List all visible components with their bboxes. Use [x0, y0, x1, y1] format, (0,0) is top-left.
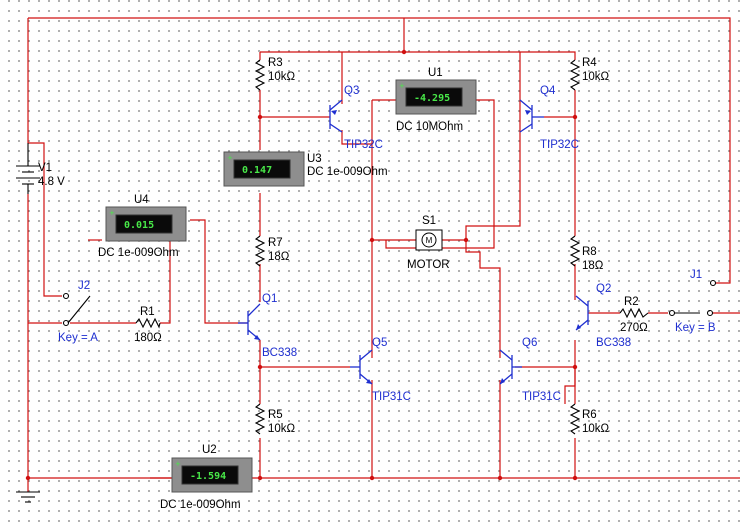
svg-text:+: + — [227, 154, 233, 162]
svg-text:+: + — [399, 82, 405, 90]
resistor-r3-ref: R3 — [268, 57, 283, 69]
meter-u3[interactable]: 0.147 + U3 DC 1e-009Ohm — [223, 151, 388, 187]
resistor-r6-value: 10kΩ — [582, 423, 610, 435]
resistor-r2[interactable]: R2 270Ω — [619, 296, 649, 334]
resistor-r7-value: 18Ω — [268, 251, 290, 263]
resistor-r4[interactable]: R4 10kΩ — [569, 57, 610, 91]
battery-ref: V1 — [38, 162, 52, 174]
resistor-r2-ref: R2 — [624, 296, 639, 308]
meter-u2-mode: DC 1e-009Ohm — [160, 499, 241, 511]
resistor-r1[interactable]: R1 180Ω — [134, 306, 162, 344]
svg-text:+: + — [175, 460, 181, 468]
transistor-q3[interactable]: Q3 TIP32C — [329, 85, 383, 151]
transistor-q3-ref: Q3 — [344, 85, 359, 97]
motor-name: MOTOR — [407, 259, 450, 271]
transistor-q6-ref: Q6 — [522, 337, 537, 349]
resistor-r8-ref: R8 — [582, 246, 597, 258]
transistor-q1[interactable]: Q1 BC338 — [238, 293, 297, 359]
transistor-q6-model: TIP31C — [522, 391, 561, 403]
transistor-q5-ref: Q5 — [372, 337, 387, 349]
resistor-r7[interactable]: R7 18Ω — [254, 235, 290, 267]
transistor-q5-model: TIP31C — [372, 391, 411, 403]
meter-u1-ref: U1 — [428, 67, 443, 79]
meter-u1-mode: DC 10MOhm — [396, 121, 463, 133]
meter-u1-reading: -4.295 — [414, 93, 450, 104]
motor-ref: S1 — [422, 215, 436, 227]
svg-text:+: + — [109, 209, 115, 217]
meter-u4-ref: U4 — [134, 194, 149, 206]
resistor-r7-ref: R7 — [268, 237, 283, 249]
meter-u4-mode: DC 1e-009Ohm — [98, 247, 179, 259]
transistor-q2-model: BC338 — [596, 337, 631, 349]
meter-u2-reading: -1.594 — [190, 471, 226, 482]
meter-u3-mode: DC 1e-009Ohm — [307, 166, 388, 178]
resistor-r4-ref: R4 — [582, 57, 597, 69]
transistor-q5[interactable]: Q5 TIP31C — [350, 337, 411, 403]
ground-icon — [16, 491, 40, 503]
resistor-r6[interactable]: R6 10kΩ — [569, 403, 610, 435]
transistor-q2-ref: Q2 — [596, 283, 611, 295]
resistor-r5-ref: R5 — [268, 409, 283, 421]
resistor-r6-ref: R6 — [582, 409, 597, 421]
resistor-r1-ref: R1 — [140, 306, 155, 318]
transistor-q4-ref: Q4 — [540, 85, 556, 97]
transistor-q1-ref: Q1 — [262, 293, 277, 305]
switch-j2-ref: J2 — [78, 280, 90, 292]
resistor-r1-value: 180Ω — [134, 332, 162, 344]
transistor-q6[interactable]: Q6 TIP31C — [499, 337, 561, 403]
transistor-q4[interactable]: Q4 TIP32C — [519, 85, 579, 151]
meter-u3-reading: 0.147 — [242, 165, 272, 176]
switch-j1-key: Key = B — [675, 322, 716, 334]
meter-u4-reading: 0.015 — [124, 220, 154, 231]
resistor-r4-value: 10kΩ — [582, 71, 610, 83]
battery-value: 4.8 V — [38, 176, 65, 188]
meter-u3-ref: U3 — [307, 153, 322, 165]
motor-symbol: M — [426, 236, 433, 245]
meter-u1[interactable]: U1 -4.295 + DC 10MOhm — [395, 67, 477, 133]
resistor-r2-value: 270Ω — [620, 322, 648, 334]
switch-j1-ref: J1 — [690, 269, 702, 281]
switch-j1[interactable]: J1 Key = B — [668, 269, 717, 334]
battery-v1[interactable]: V1 4.8 V — [16, 143, 65, 194]
meter-u2[interactable]: U2 -1.594 + DC 1e-009Ohm — [160, 444, 253, 511]
resistor-r5-value: 10kΩ — [268, 423, 296, 435]
resistor-r3-value: 10kΩ — [268, 71, 296, 83]
junctions — [25, 49, 578, 481]
transistor-q3-model: TIP32C — [344, 139, 383, 151]
motor-s1[interactable]: M S1 MOTOR — [407, 215, 450, 271]
switch-j2-key: Key = A — [58, 332, 98, 344]
meter-u4[interactable]: U4 0.015 + DC 1e-009Ohm — [98, 194, 187, 259]
transistor-q1-model: BC338 — [262, 347, 297, 359]
resistor-r8-value: 18Ω — [582, 260, 604, 272]
resistor-r5[interactable]: R5 10kΩ — [254, 403, 296, 435]
meter-u2-ref: U2 — [202, 444, 217, 456]
transistor-q4-model: TIP32C — [540, 139, 579, 151]
transistor-q2[interactable]: Q2 BC338 — [575, 283, 631, 349]
resistor-r8[interactable]: R8 18Ω — [569, 235, 604, 272]
switch-j2[interactable]: J2 Key = A — [58, 280, 98, 344]
resistor-r3[interactable]: R3 10kΩ — [254, 57, 296, 91]
